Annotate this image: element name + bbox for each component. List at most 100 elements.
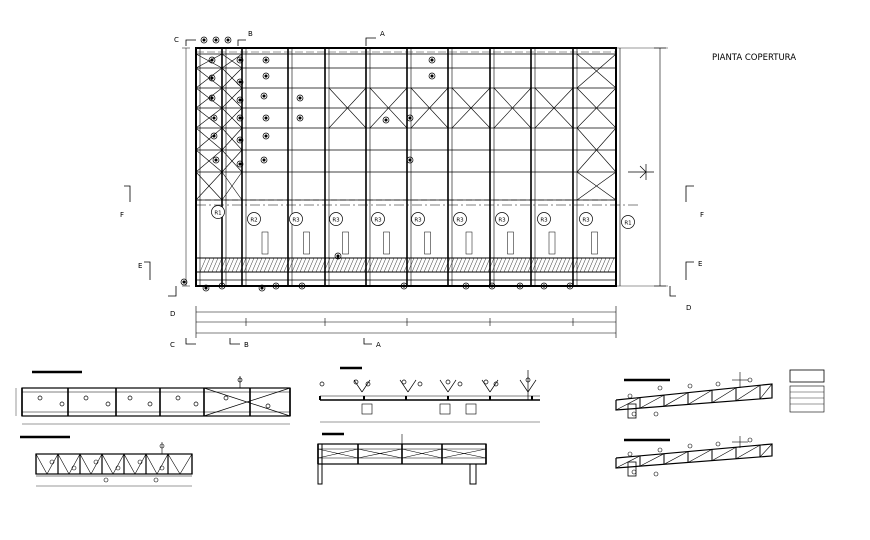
plate-detail: [591, 231, 598, 255]
node-marker: [747, 377, 753, 383]
node-marker: [298, 96, 302, 100]
hatch-line: [595, 257, 603, 273]
svg-text:A: A: [376, 341, 381, 349]
brace: [221, 149, 243, 173]
node-marker: [715, 441, 721, 447]
hatch-line: [483, 257, 491, 273]
node-marker: [747, 437, 753, 443]
hatch-line: [463, 257, 471, 273]
node-marker: [258, 284, 266, 292]
hatch-line: [359, 257, 367, 273]
plate-detail: [548, 231, 556, 255]
node-marker: [175, 395, 181, 401]
hatch-line: [287, 257, 295, 273]
hatch-line: [491, 257, 499, 273]
hatch-line: [563, 257, 571, 273]
column-tag-circle: [211, 205, 225, 219]
hatch-line: [459, 257, 467, 273]
hatch-line: [607, 257, 615, 273]
column-tag-circle: [329, 212, 343, 226]
node-marker: [236, 114, 244, 122]
node-marker: [208, 74, 216, 82]
node-marker: [137, 459, 143, 465]
node-marker: [272, 282, 280, 290]
plate-detail: [361, 403, 373, 415]
detail-elevation-middle: [319, 366, 540, 423]
node-marker: [262, 114, 270, 122]
column-tag: R3: [289, 212, 303, 226]
hatch-line: [239, 257, 247, 273]
web-member: [639, 453, 665, 467]
node-marker: [59, 401, 65, 407]
web-member: [203, 387, 291, 417]
hatch-line: [303, 257, 311, 273]
column-tag-label: R1: [624, 221, 631, 227]
node-marker: [262, 94, 266, 98]
hatch-line: [283, 257, 291, 273]
web-member: [112, 453, 125, 475]
brace: [576, 53, 617, 89]
web-member: [145, 453, 158, 475]
roof-plan: [180, 36, 640, 292]
hatch-line: [235, 257, 243, 273]
node-marker: [226, 38, 230, 42]
node-marker: [384, 118, 388, 122]
brace: [369, 87, 408, 129]
detail-beam-plan: [15, 370, 291, 425]
web-member: [123, 453, 136, 475]
node-marker: [262, 158, 266, 162]
leader-line: [481, 379, 491, 393]
node-marker: [657, 385, 663, 391]
node-marker: [334, 252, 342, 260]
node-marker: [127, 395, 133, 401]
node-marker: [408, 158, 412, 162]
hatch-line: [291, 257, 299, 273]
node-marker: [262, 132, 270, 140]
column-tag: R3: [329, 212, 343, 226]
column-tag-label: R2: [250, 218, 257, 224]
hatch-line: [223, 257, 231, 273]
node-marker: [236, 96, 244, 104]
svg-text:A: A: [380, 30, 385, 38]
node-marker: [214, 158, 218, 162]
hatch-line: [587, 257, 595, 273]
hatch-line: [211, 257, 219, 273]
hatch-line: [439, 257, 447, 273]
column-tag: R3: [495, 212, 509, 226]
node-marker: [208, 56, 216, 64]
node-marker: [238, 138, 242, 142]
plan-dimensions-right: [616, 47, 668, 287]
hatch-line: [275, 257, 283, 273]
hatch-line: [371, 257, 379, 273]
hatch-line: [319, 257, 327, 273]
leader-line: [527, 379, 537, 393]
node-marker: [93, 459, 99, 465]
node-marker: [224, 36, 232, 44]
column-tag-circle: [411, 212, 425, 226]
hatch-line: [355, 257, 363, 273]
node-marker: [493, 381, 499, 387]
node-marker: [236, 78, 244, 86]
web-member: [735, 384, 761, 402]
column-tag-circle: [289, 212, 303, 226]
node-marker: [428, 72, 436, 80]
svg-text:F: F: [120, 211, 124, 219]
svg-text:C: C: [174, 36, 179, 44]
node-marker: [218, 282, 226, 290]
svg-text:B: B: [248, 30, 253, 38]
hatch-line: [443, 257, 451, 273]
node-marker: [298, 282, 306, 290]
column-tag-label: R3: [332, 218, 340, 224]
hatch-line: [347, 257, 355, 273]
hatch-line: [395, 257, 403, 273]
hatch-line: [447, 257, 455, 273]
column-detail: [469, 463, 477, 485]
hatch-line: [475, 257, 483, 273]
node-marker: [382, 116, 390, 124]
hatch-line: [315, 257, 323, 273]
node-marker: [214, 38, 218, 42]
brace: [221, 127, 243, 151]
hatch-line: [531, 257, 539, 273]
